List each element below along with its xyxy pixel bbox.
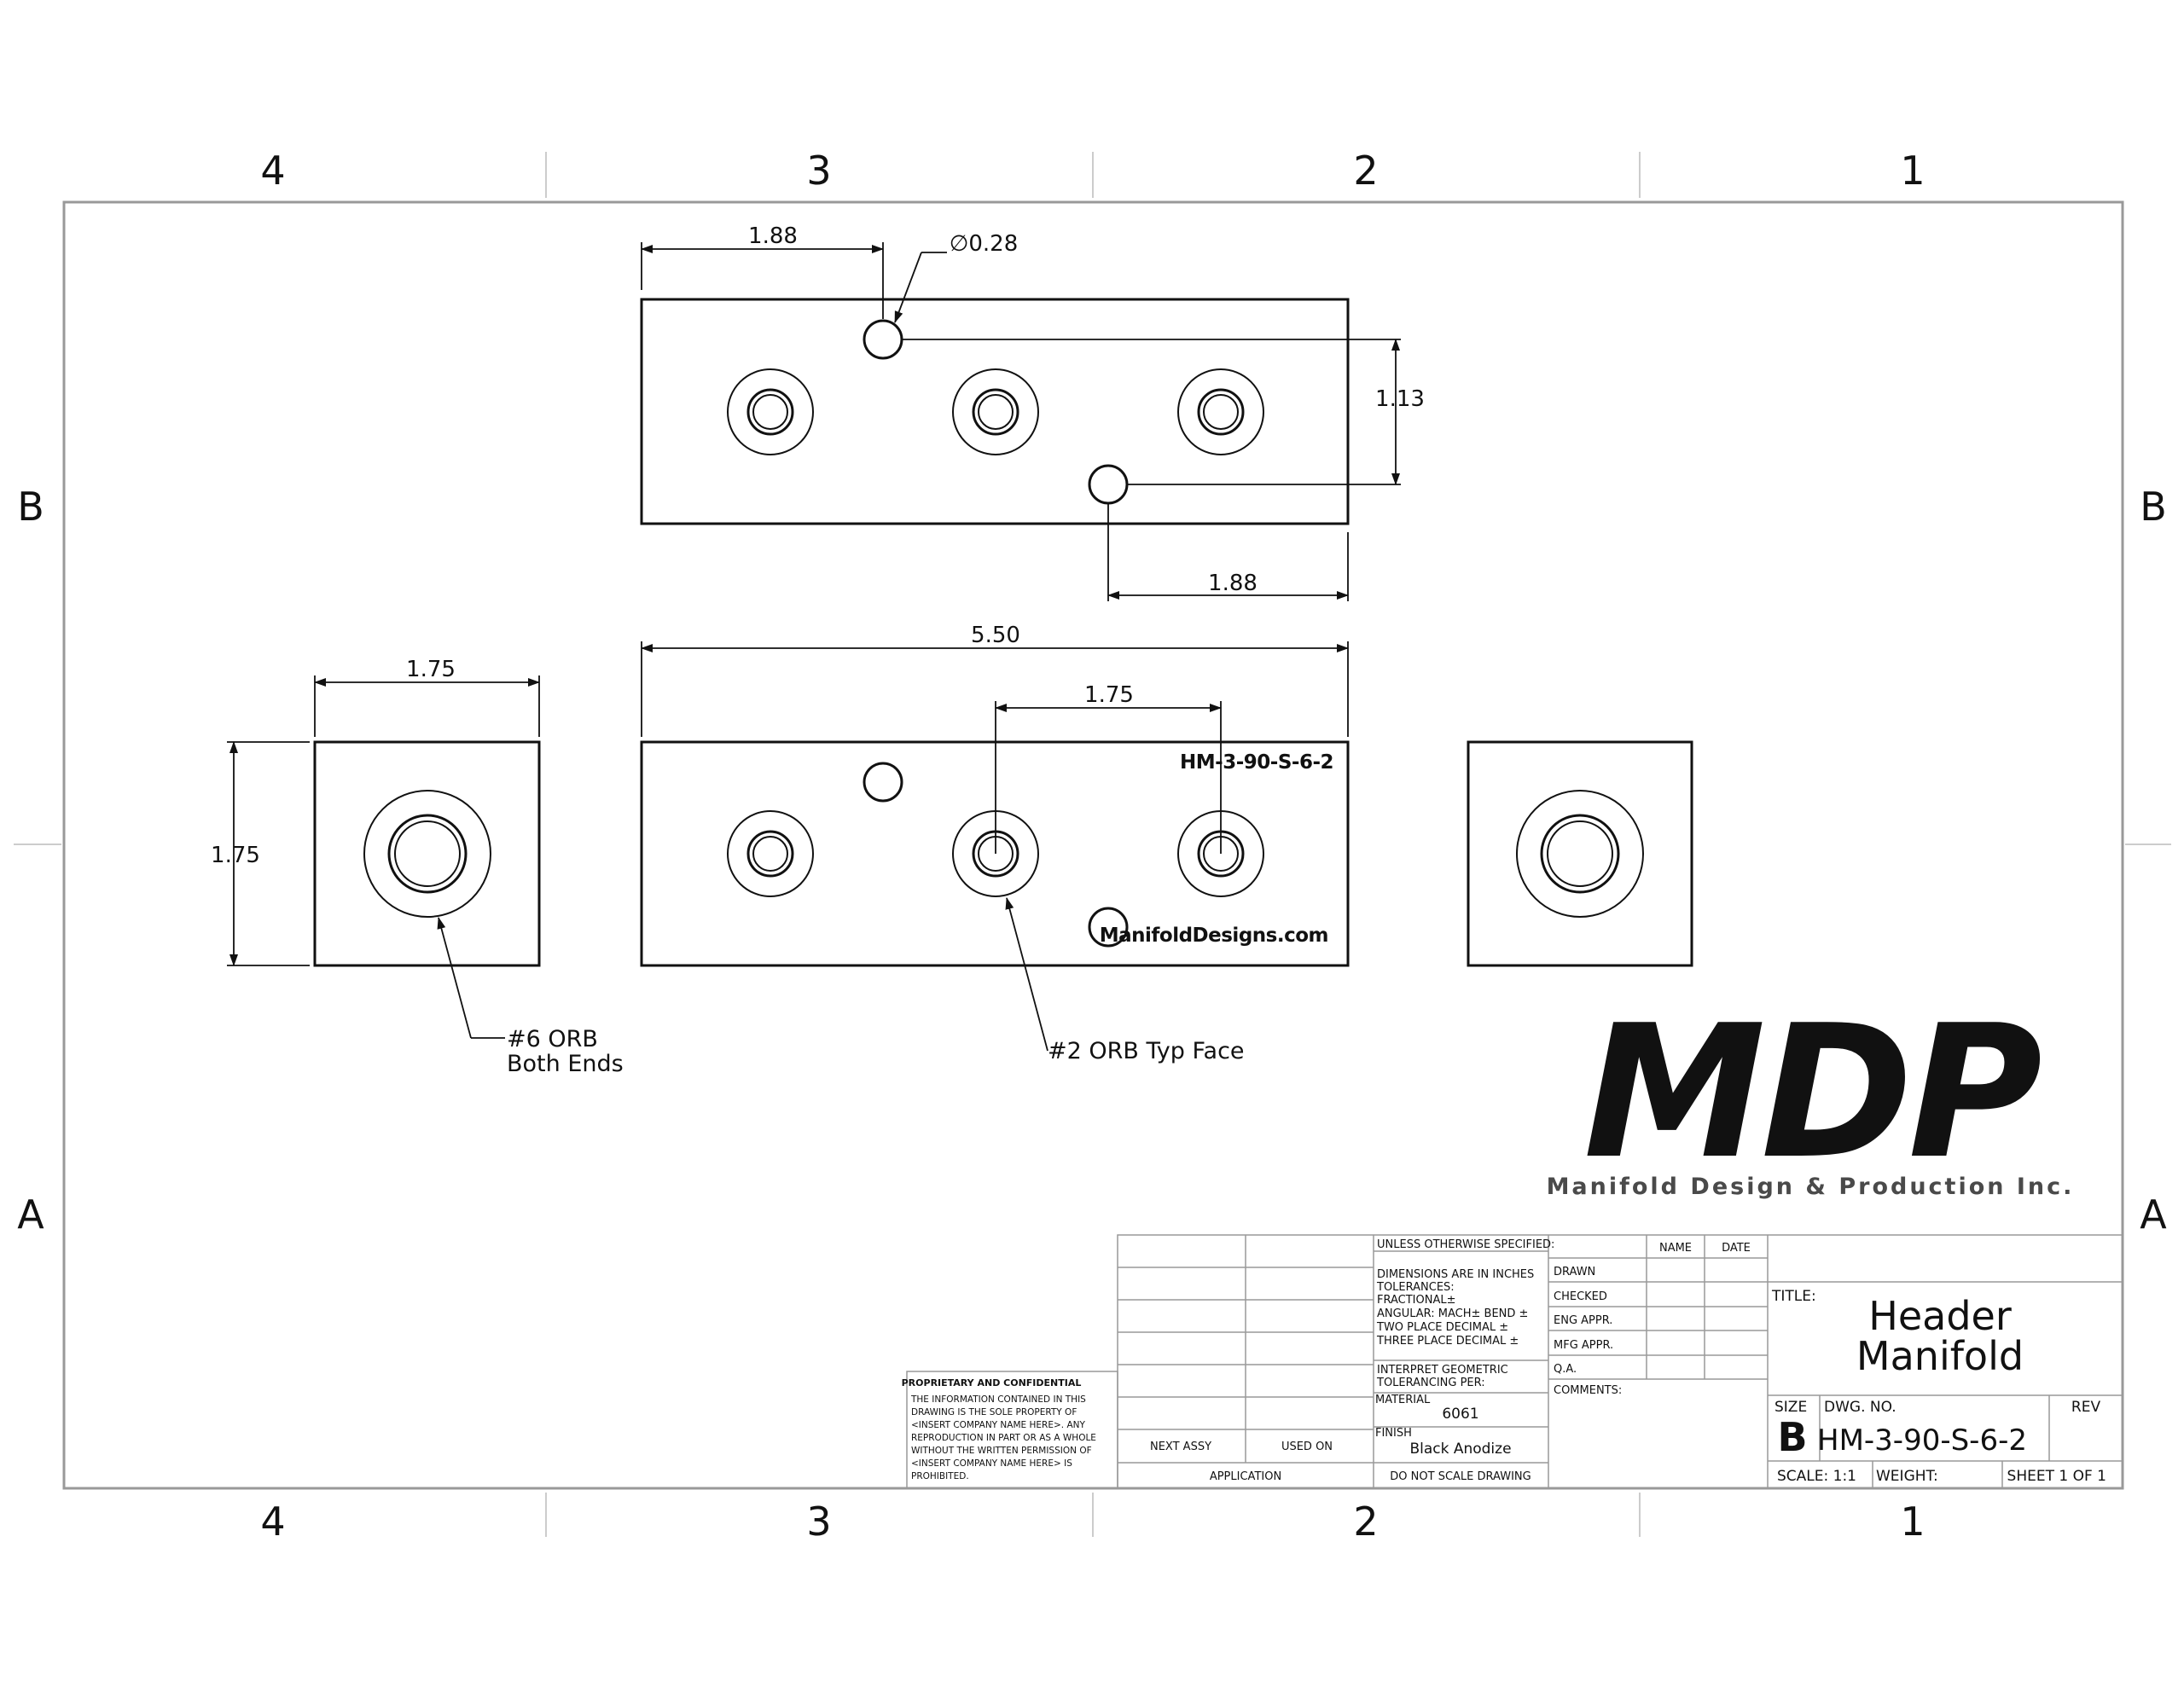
tolerance-line-6: THREE PLACE DECIMAL ± [1376, 1335, 1519, 1348]
dim-port-spacing: 1.75 [1084, 682, 1134, 708]
proprietary-line-2: DRAWING IS THE SOLE PROPERTY OF [911, 1407, 1077, 1417]
right-side-view-outline [1467, 740, 1693, 967]
side-view-dimensions [227, 675, 540, 1039]
zone-ticks [14, 152, 2171, 1537]
top-view-port-2 [952, 368, 1039, 455]
zone-row-a-right: A [2140, 1191, 2167, 1238]
zone-column-1-bottom: 1 [1900, 1499, 1925, 1545]
tolerance-line-2: TOLERANCES: [1376, 1281, 1455, 1294]
front-view-outline [640, 740, 1350, 967]
material-label: MATERIAL [1375, 1394, 1431, 1406]
zone-column-3-top: 3 [806, 148, 831, 194]
signoff-drawn: DRAWN [1554, 1266, 1595, 1278]
zone-column-1-top: 1 [1900, 148, 1925, 194]
used-on-label: USED ON [1281, 1441, 1333, 1453]
finish-label: FINISH [1375, 1427, 1412, 1440]
date-header: DATE [1722, 1242, 1751, 1255]
proprietary-notice: PROPRIETARY AND CONFIDENTIAL THE INFORMA… [902, 1371, 1118, 1489]
top-view-outline [640, 298, 1350, 525]
scale-label: SCALE: 1:1 [1777, 1468, 1856, 1485]
mounting-hole-lower [1088, 464, 1129, 505]
dim-side-height: 1.75 [211, 843, 260, 868]
proprietary-line-6: <INSERT COMPANY NAME HERE> IS [911, 1458, 1072, 1469]
dim-overall-length: 5.50 [971, 623, 1020, 648]
zone-column-3-bottom: 3 [806, 1499, 831, 1545]
comments-label: COMMENTS: [1554, 1384, 1622, 1397]
top-view-dimensions [641, 242, 1401, 601]
front-view-hole-lower [1088, 907, 1129, 948]
drawing-title-line2: Manifold [1856, 1333, 2024, 1379]
signoff-qa: Q.A. [1554, 1363, 1577, 1376]
company-name: Manifold Design & Production Inc. [1547, 1174, 2075, 1200]
engraved-part-number: HM-3-90-S-6-2 [1180, 751, 1333, 774]
proprietary-line-1: THE INFORMATION CONTAINED IN THIS [910, 1394, 1086, 1405]
front-view-port-1 [727, 810, 814, 897]
note-end-ports-line1: #6 ORB [507, 1026, 598, 1052]
signoff-eng-appr: ENG APPR. [1554, 1314, 1612, 1327]
tolerance-line-5: TWO PLACE DECIMAL ± [1376, 1321, 1508, 1334]
engraved-website: ManifoldDesigns.com [1100, 925, 1328, 947]
proprietary-line-5: WITHOUT THE WRITTEN PERMISSION OF [911, 1446, 1092, 1456]
front-view-dimensions [641, 641, 1349, 1052]
top-view [640, 298, 1350, 525]
zone-labels: 4 3 2 1 4 3 2 1 B B A A [17, 148, 2167, 1545]
unless-specified-label: UNLESS OTHERWISE SPECIFIED: [1377, 1238, 1554, 1251]
proprietary-heading: PROPRIETARY AND CONFIDENTIAL [902, 1377, 1082, 1388]
interpret-line-2: TOLERANCING PER: [1376, 1377, 1485, 1389]
top-view-port-3 [1177, 368, 1264, 455]
dwg-no-label: DWG. NO. [1824, 1399, 1896, 1416]
signoff-mfg-appr: MFG APPR. [1554, 1339, 1613, 1352]
name-header: NAME [1659, 1242, 1692, 1255]
tolerance-line-1: DIMENSIONS ARE IN INCHES [1377, 1268, 1534, 1281]
title-block-grid [1117, 1234, 2123, 1489]
front-view-hole-upper [863, 762, 903, 803]
drawing-number: HM-3-90-S-6-2 [1817, 1423, 2027, 1458]
mdp-logo-mark: MDP [1583, 985, 2040, 1199]
right-side-view [1467, 740, 1693, 967]
rev-label: REV [2071, 1399, 2101, 1416]
size-label: SIZE [1774, 1399, 1807, 1416]
proprietary-line-7: PROHIBITED. [911, 1471, 969, 1481]
dim-hole-vertical: 1.13 [1375, 386, 1425, 412]
signoff-checked: CHECKED [1554, 1290, 1607, 1303]
zone-row-a-left: A [17, 1191, 44, 1238]
proprietary-line-4: REPRODUCTION IN PART OR AS A WHOLE [911, 1433, 1096, 1443]
mounting-hole-upper [863, 319, 903, 360]
tolerance-line-3: FRACTIONAL± [1377, 1294, 1456, 1307]
zone-column-2-top: 2 [1353, 148, 1378, 194]
sheet-label: SHEET 1 OF 1 [2007, 1468, 2106, 1485]
zone-column-2-bottom: 2 [1353, 1499, 1378, 1545]
material-value: 6061 [1442, 1406, 1478, 1423]
dim-hole-diameter: ∅0.28 [950, 231, 1019, 257]
do-not-scale-label: DO NOT SCALE DRAWING [1390, 1470, 1531, 1483]
zone-row-b-right: B [2140, 484, 2167, 530]
dim-hole-right-offset: 1.88 [1208, 571, 1258, 596]
next-assy-label: NEXT ASSY [1150, 1441, 1211, 1453]
dim-hole-left-offset: 1.88 [748, 223, 798, 249]
zone-column-4-top: 4 [260, 148, 285, 194]
zone-row-b-left: B [17, 484, 44, 530]
title-block-text: NEXT ASSY USED ON APPLICATION UNLESS OTH… [1150, 1238, 2106, 1485]
interpret-line-1: INTERPRET GEOMETRIC [1377, 1364, 1508, 1377]
tolerance-line-4: ANGULAR: MACH± BEND ± [1377, 1307, 1528, 1320]
size-value: B [1777, 1414, 1807, 1460]
finish-value: Black Anodize [1409, 1441, 1511, 1458]
zone-column-4-bottom: 4 [260, 1499, 285, 1545]
weight-label: WEIGHT: [1876, 1468, 1938, 1485]
mdp-logo: MDP Manifold Design & Production Inc. [1547, 985, 2075, 1200]
dim-side-width: 1.75 [406, 657, 456, 682]
note-face-ports: #2 ORB Typ Face [1048, 1038, 1245, 1064]
left-side-view [313, 740, 541, 967]
left-side-view-outline [313, 740, 541, 967]
top-view-port-1 [727, 368, 814, 455]
proprietary-line-3: <INSERT COMPANY NAME HERE>. ANY [911, 1420, 1085, 1430]
note-end-ports-line2: Both Ends [507, 1051, 624, 1077]
title-label: TITLE: [1771, 1288, 1816, 1305]
drawing-title-line1: Header [1868, 1293, 2012, 1339]
application-label: APPLICATION [1210, 1470, 1281, 1483]
